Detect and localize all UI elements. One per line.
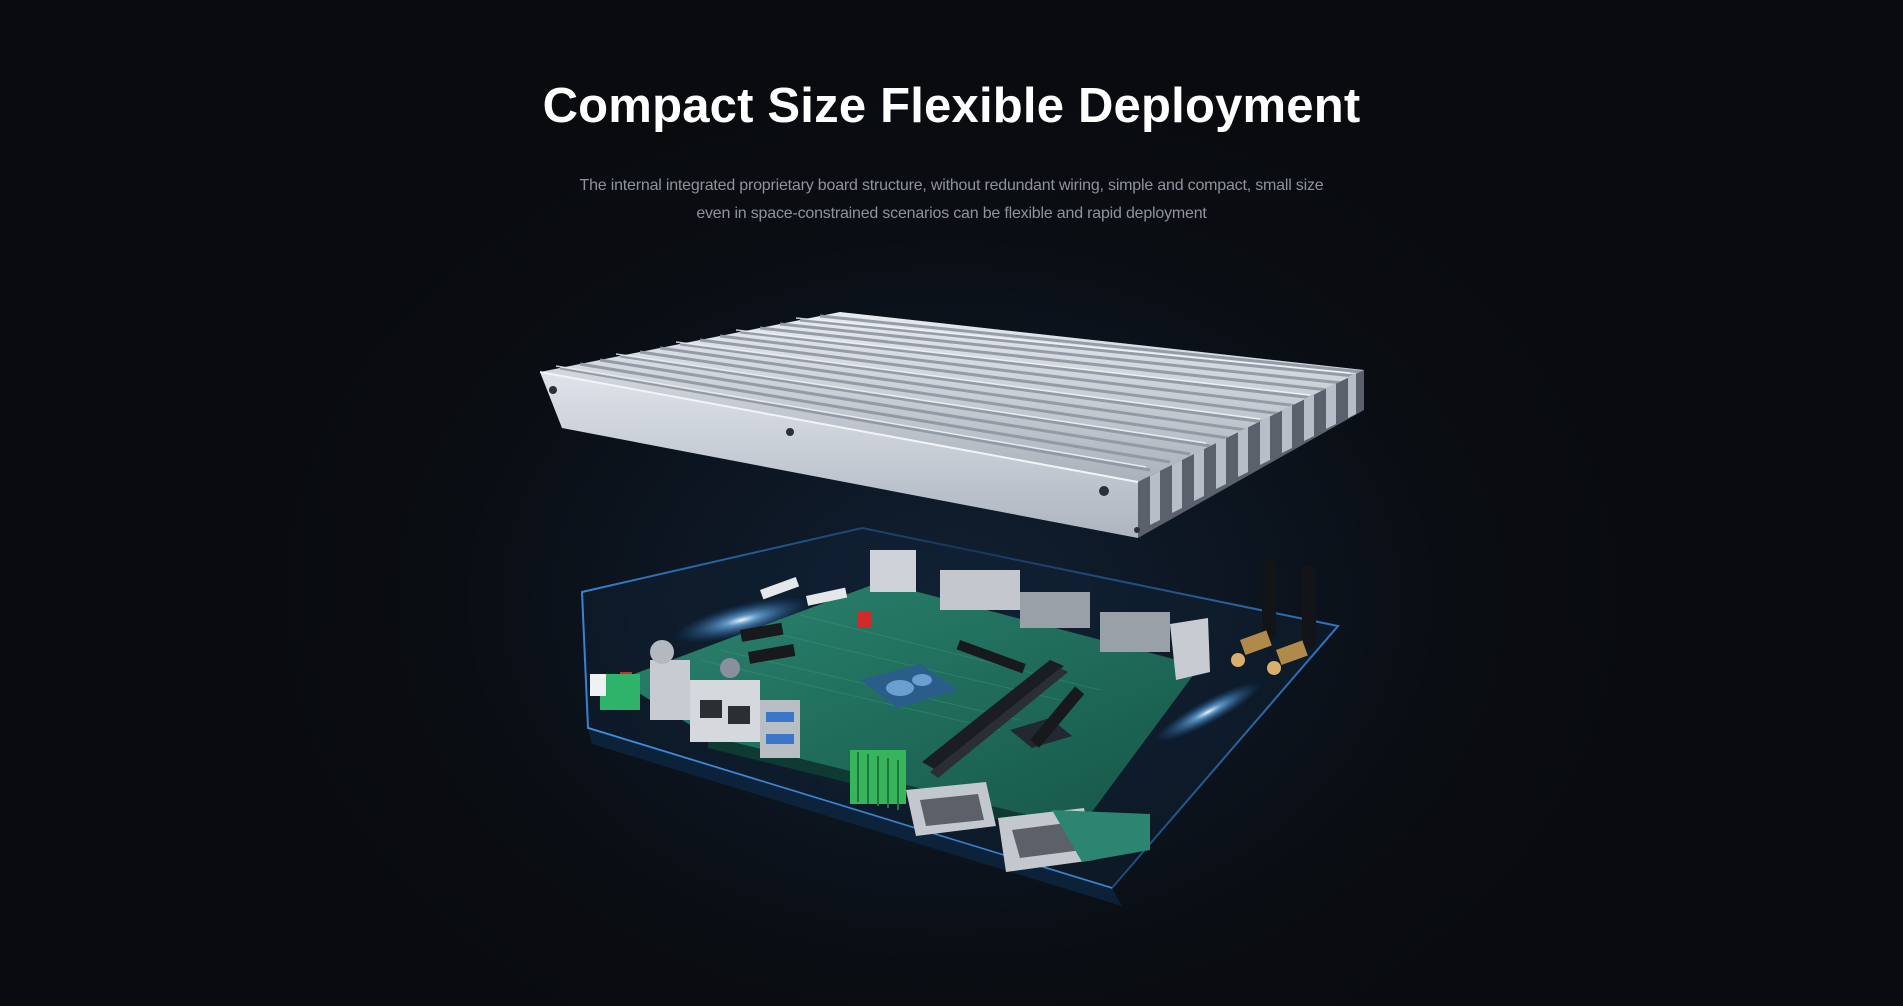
wifi-antennas [1231, 558, 1316, 675]
motherboard-pcb [590, 550, 1210, 872]
section-description-line-2: even in space-constrained scenarios can … [696, 205, 1207, 222]
section-description: The internal integrated proprietary boar… [576, 172, 1327, 228]
heatsink-cover [539, 312, 1364, 538]
section-description-line-1: The internal integrated proprietary boar… [579, 177, 1324, 194]
section-title: Compact Size Flexible Deployment [542, 79, 1361, 133]
